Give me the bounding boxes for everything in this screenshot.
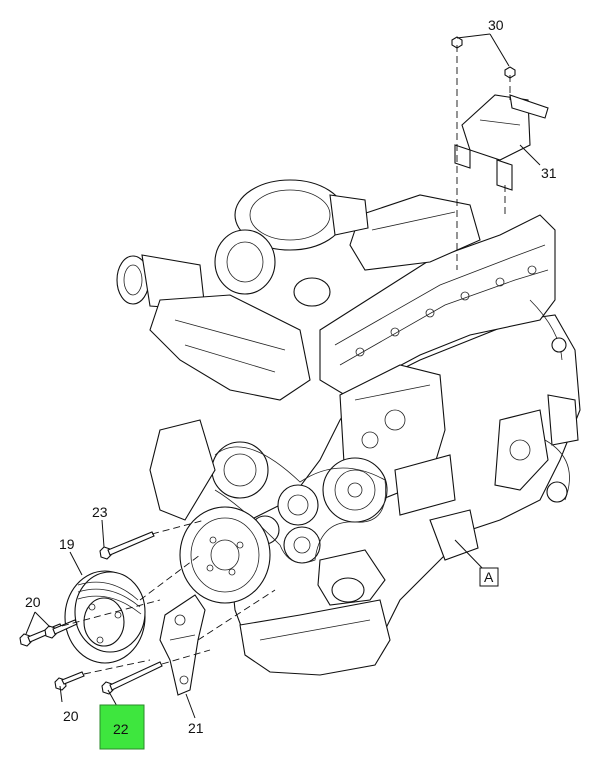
callout-30: 30 <box>488 17 504 33</box>
callout-23: 23 <box>92 504 108 520</box>
leader-lines <box>25 33 541 719</box>
crankshaft-damper <box>179 506 271 604</box>
callout-21: 21 <box>188 720 204 736</box>
turbocharger <box>214 179 369 307</box>
bolt-part-20-lower <box>54 671 85 691</box>
callout-31: 31 <box>541 165 557 181</box>
callout-22-highlight[interactable]: 22 <box>99 704 145 750</box>
bolt-part-22 <box>101 661 163 695</box>
bolt-part-23 <box>99 531 155 560</box>
view-reference-a: A <box>479 567 499 587</box>
callout-20-lower: 20 <box>63 708 79 724</box>
engine-assembly <box>116 179 581 676</box>
fastener-part-30 <box>451 36 516 79</box>
callout-20-upper: 20 <box>25 594 41 610</box>
assembly-dashed-lines <box>61 45 511 675</box>
callout-19: 19 <box>59 536 75 552</box>
throttle-body <box>116 254 206 311</box>
view-reference-label: A <box>484 569 494 585</box>
bracket-part-21 <box>159 594 206 696</box>
bracket-part-31 <box>454 94 549 191</box>
pulley-part-19 <box>64 570 146 664</box>
head-bolts <box>355 265 537 357</box>
callout-22: 22 <box>113 721 129 737</box>
